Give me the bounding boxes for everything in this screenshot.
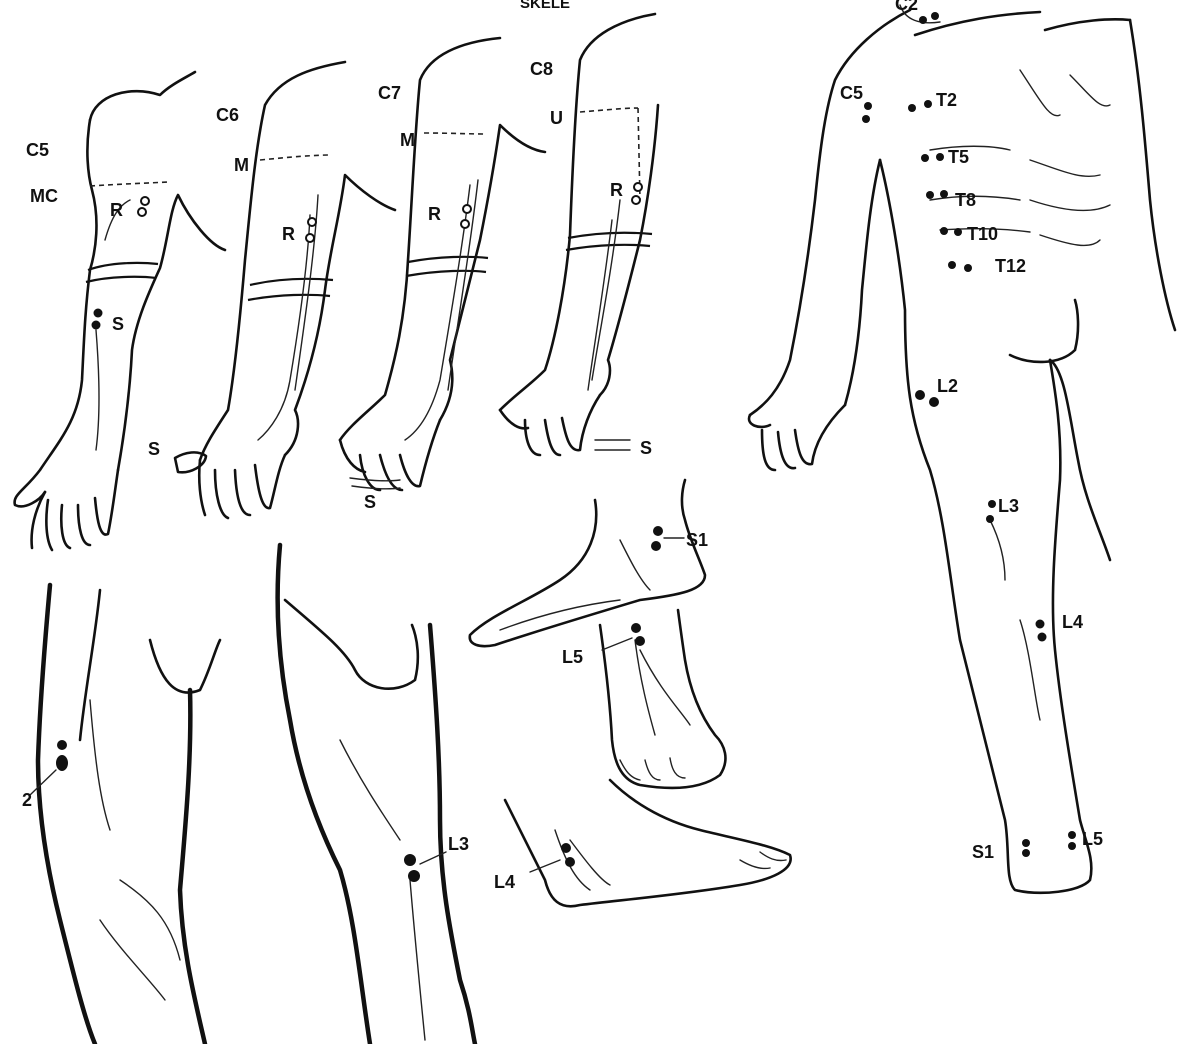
label-thigh-2: 2	[22, 790, 32, 810]
header-fragment: SKELE	[520, 0, 570, 12]
foot-upper	[470, 480, 705, 646]
label-c6-s: S	[148, 439, 160, 459]
label-c8-u: U	[550, 108, 563, 128]
label-s1-body: S1	[972, 842, 994, 862]
foot-ankle	[505, 780, 791, 906]
label-c2: C2	[895, 0, 918, 14]
label-l2: L2	[937, 376, 958, 396]
label-c7-r: R	[428, 204, 441, 224]
arm-c6	[175, 62, 395, 518]
label-l4-body: L4	[1062, 612, 1083, 632]
label-l4-foot: L4	[494, 872, 515, 892]
label-c7-arm: C7	[378, 83, 401, 103]
arm-c7	[340, 38, 545, 490]
label-c7-m: M	[400, 130, 415, 150]
label-c6-r: R	[282, 224, 295, 244]
label-c5-arm: C5	[26, 140, 49, 160]
label-l5-foot: L5	[562, 647, 583, 667]
label-t5: T5	[948, 147, 969, 167]
thigh-left	[30, 585, 220, 1044]
arm-c8	[500, 14, 658, 455]
label-t2: T2	[936, 90, 957, 110]
label-c8-arm: C8	[530, 59, 553, 79]
label-c6-arm: C6	[216, 105, 239, 125]
label-c5-s: S	[112, 314, 124, 334]
label-l5-body: L5	[1082, 829, 1103, 849]
label-t8: T8	[955, 190, 976, 210]
label-c6-m: M	[234, 155, 249, 175]
label-c7-s: S	[364, 492, 376, 512]
label-c5-r: R	[110, 200, 123, 220]
label-t10: T10	[967, 224, 998, 244]
label-l3-body: L3	[998, 496, 1019, 516]
thigh-middle	[278, 545, 475, 1044]
label-c8-r: R	[610, 180, 623, 200]
label-c5-body: C5	[840, 83, 863, 103]
label-s1-foot: S1	[686, 530, 708, 550]
body-figure	[749, 5, 1175, 893]
label-l3-thigh: L3	[448, 834, 469, 854]
label-c5-mc: MC	[30, 186, 58, 206]
label-c8-s: S	[640, 438, 652, 458]
label-t12: T12	[995, 256, 1026, 276]
foot-dorsum	[600, 610, 725, 788]
